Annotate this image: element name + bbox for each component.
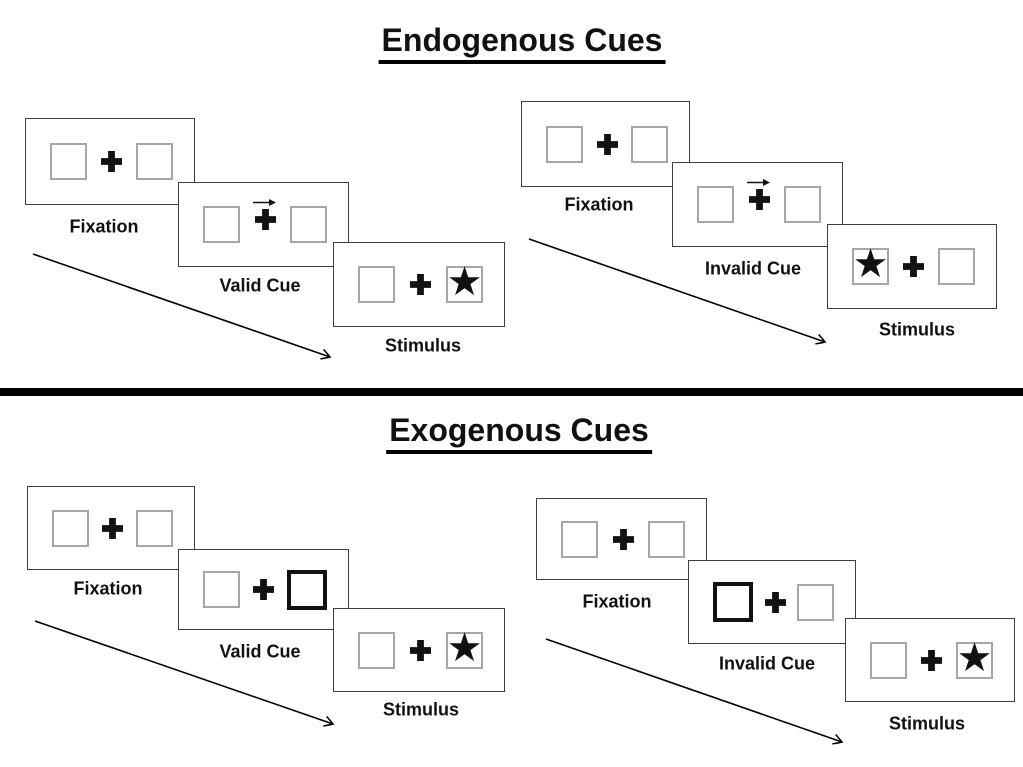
- endo-invalid-fixation-frame: [521, 101, 690, 187]
- exo-invalid-fixation-frame: [536, 498, 707, 580]
- sequence-arrow-endo-invalid: [528, 238, 825, 342]
- placeholder-box-left: [546, 125, 583, 163]
- endo-valid-fixation-frame: [25, 118, 195, 205]
- step-label-stimulus: Stimulus: [878, 319, 956, 340]
- cue-arrow-right-icon: [253, 199, 276, 206]
- sequence-arrow-exo-valid: [34, 620, 333, 724]
- placeholder-box-left: [870, 641, 907, 679]
- step-label-stimulus: Stimulus: [384, 335, 462, 356]
- exo-valid-stimulus-frame: ★: [333, 608, 505, 692]
- exo-invalid-stimulus-frame: ★: [845, 618, 1015, 702]
- stimulus-box-left: ★: [852, 242, 889, 286]
- star-stimulus-icon: ★: [446, 625, 483, 670]
- fixation-cross-icon: [410, 639, 431, 661]
- endo-invalid-cue-frame: [672, 162, 843, 247]
- step-label-valid-cue: Valid Cue: [219, 641, 301, 662]
- highlighted-cue-box-right: [287, 569, 327, 610]
- stimulus-box-right: ★: [446, 625, 483, 670]
- star-stimulus-icon: ★: [446, 260, 483, 304]
- endo-valid-stimulus-frame: ★: [333, 242, 505, 327]
- placeholder-box-right: [136, 509, 173, 547]
- placeholder-box-left: [203, 206, 240, 243]
- highlighted-cue-box-left: [713, 582, 753, 622]
- fixation-cross-icon: [253, 579, 274, 600]
- fixation-cross-icon: [596, 133, 618, 155]
- section-title-exogenous: Exogenous Cues: [386, 413, 652, 454]
- placeholder-box-left: [697, 186, 734, 223]
- endo-invalid-stimulus-frame: ★: [827, 224, 997, 309]
- stimulus-box-right: ★: [956, 635, 993, 680]
- fixation-cross-icon: [102, 517, 123, 539]
- exo-valid-fixation-frame: [27, 486, 195, 570]
- endogenous-cue-center: [747, 178, 771, 210]
- star-stimulus-icon: ★: [852, 242, 889, 286]
- step-label-stimulus: Stimulus: [888, 713, 966, 734]
- placeholder-box-left: [358, 631, 395, 669]
- step-label-invalid-cue: Invalid Cue: [718, 653, 816, 674]
- step-label-invalid-cue: Invalid Cue: [704, 258, 802, 279]
- placeholder-box-left: [52, 509, 89, 547]
- fixation-cross-icon: [764, 591, 786, 613]
- fixation-cross-icon: [410, 274, 431, 295]
- fixation-cross-icon: [254, 209, 276, 230]
- exo-invalid-cue-frame: [688, 560, 856, 644]
- placeholder-box-left: [50, 143, 87, 180]
- placeholder-box-left: [358, 266, 395, 303]
- placeholder-box-right: [290, 206, 327, 243]
- step-label-valid-cue: Valid Cue: [219, 275, 301, 296]
- fixation-cross-icon: [903, 256, 924, 277]
- placeholder-box-left: [203, 571, 240, 608]
- fixation-cross-icon: [612, 528, 634, 550]
- step-label-stimulus: Stimulus: [382, 699, 460, 720]
- exo-valid-cue-frame: [178, 549, 349, 630]
- step-label-fixation: Fixation: [69, 216, 139, 237]
- placeholder-box-right: [938, 248, 975, 285]
- placeholder-box-right: [797, 583, 834, 621]
- stimulus-box-right: ★: [446, 260, 483, 304]
- section-divider: [0, 388, 1023, 396]
- cue-arrow-right-icon: [747, 179, 770, 186]
- step-label-fixation: Fixation: [564, 194, 634, 215]
- placeholder-box-left: [561, 520, 598, 558]
- section-title-endogenous: Endogenous Cues: [378, 23, 666, 64]
- step-label-fixation: Fixation: [73, 578, 143, 599]
- fixation-cross-icon: [748, 189, 770, 210]
- placeholder-box-right: [631, 125, 668, 163]
- step-label-fixation: Fixation: [582, 591, 652, 612]
- placeholder-box-right: [784, 186, 821, 223]
- placeholder-box-right: [648, 520, 685, 558]
- star-stimulus-icon: ★: [956, 635, 993, 680]
- fixation-cross-icon: [921, 649, 942, 671]
- endogenous-cue-center: [253, 198, 277, 230]
- endo-valid-cue-frame: [178, 182, 349, 267]
- fixation-cross-icon: [101, 151, 122, 172]
- placeholder-box-right: [136, 143, 173, 180]
- sequence-arrow-endo-valid: [32, 253, 330, 357]
